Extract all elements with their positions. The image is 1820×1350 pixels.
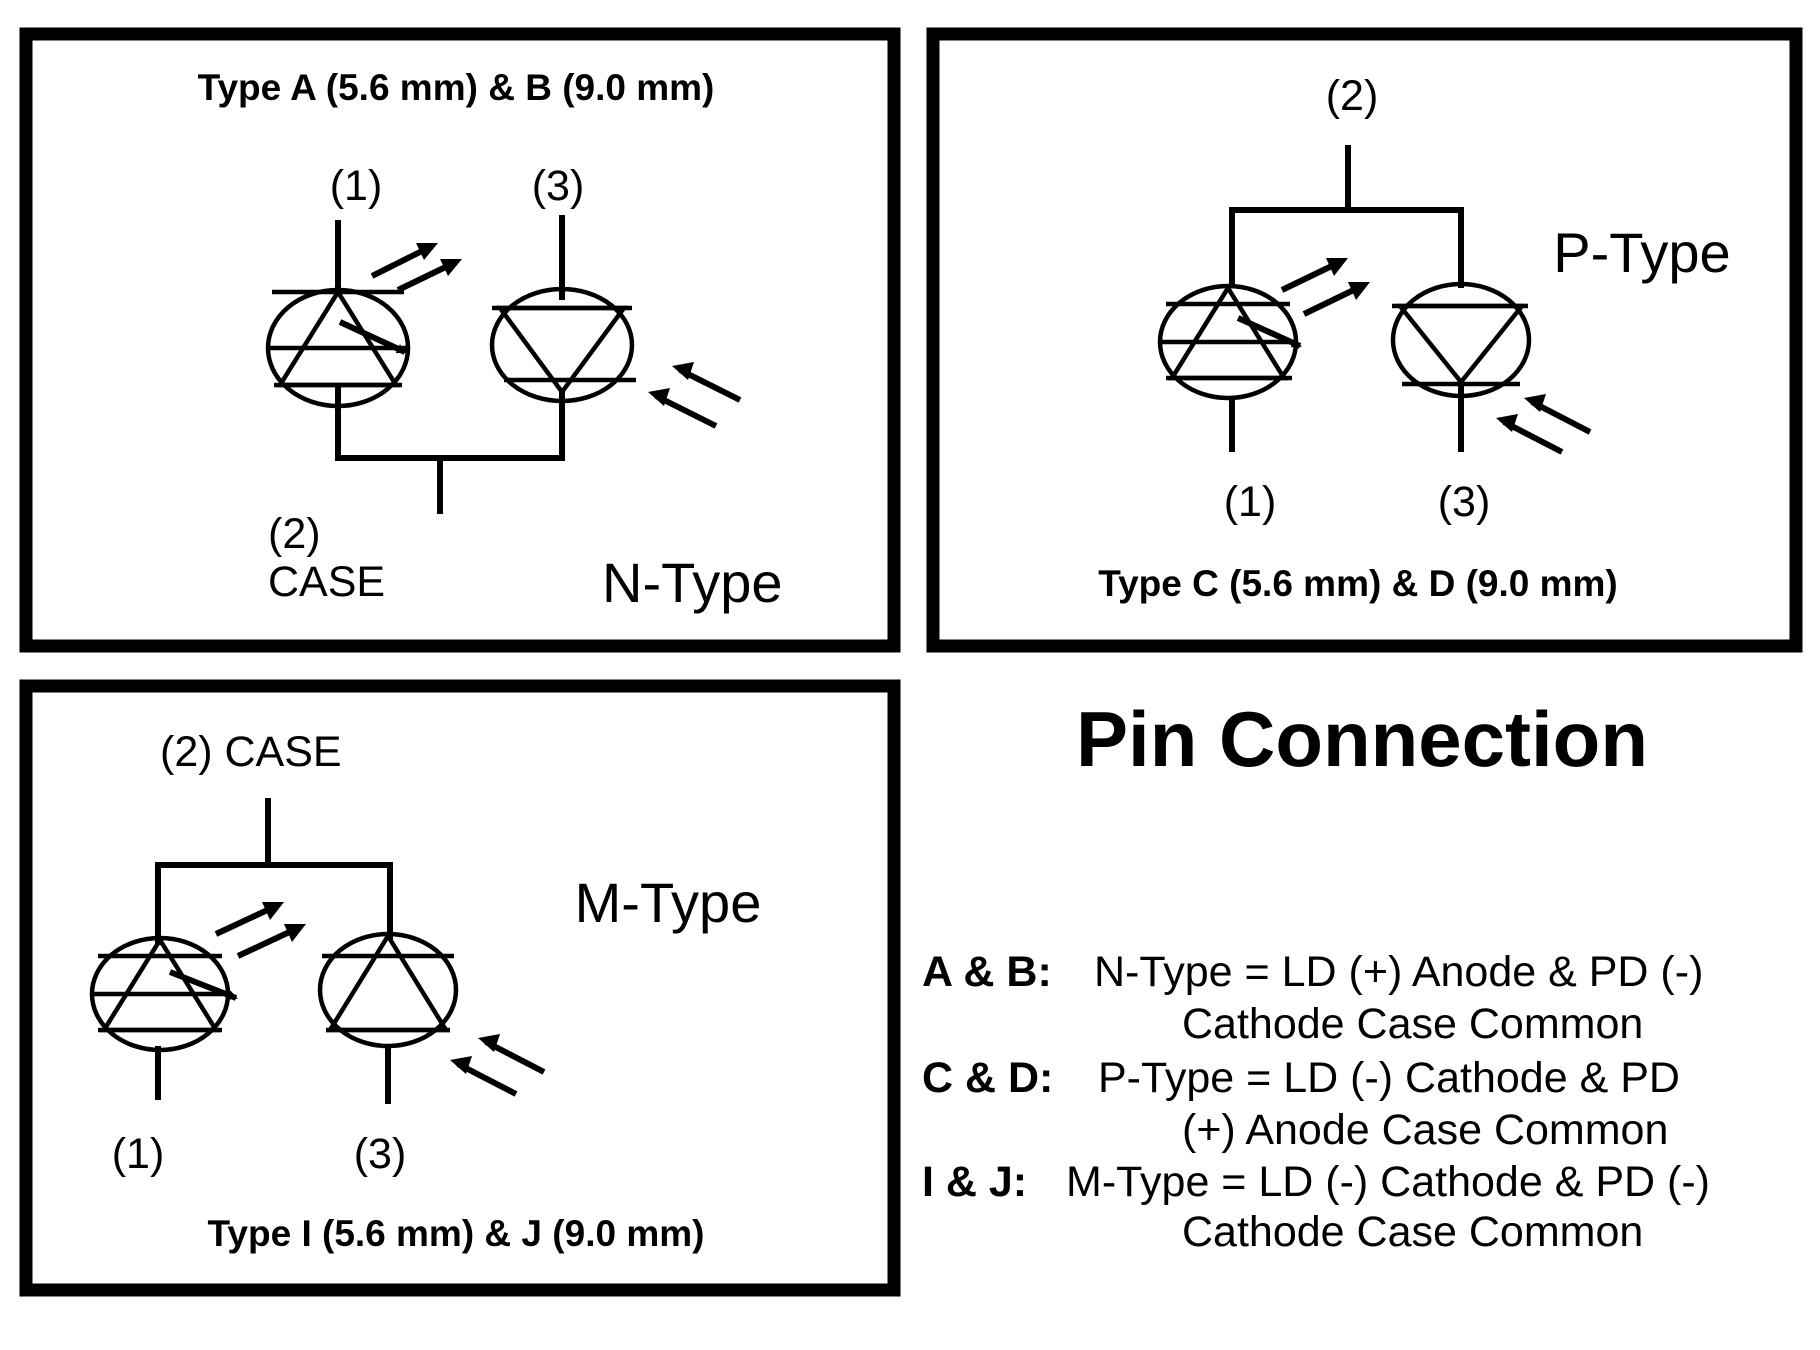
incident-arrows-icon: [1496, 394, 1592, 455]
panel-ij: (2) CASE M-Type (1) (3) Type I (5.6 mm) …: [19, 679, 901, 1297]
incident-arrows-icon: [450, 1034, 546, 1097]
panel-cd-type: P-Type: [1553, 221, 1730, 284]
panel-cd-pin2: (2): [1326, 72, 1379, 120]
panel-ab-type: N-Type: [602, 551, 783, 614]
panel-ij-frame: [19, 679, 901, 1297]
laser-diode-icon: [89, 935, 238, 1100]
legend-line1: P-Type = LD (-) Cathode & PD: [1098, 1054, 1680, 1102]
legend-key: I & J:: [922, 1158, 1027, 1206]
incident-arrows-icon: [648, 362, 742, 429]
common-wire: [1229, 207, 1464, 288]
page-title: Pin Connection: [1076, 695, 1648, 783]
photodiode-icon: [1390, 281, 1532, 452]
legend-line1: N-Type = LD (+) Anode & PD (-): [1094, 948, 1703, 996]
panel-ij-title: Type I (5.6 mm) & J (9.0 mm): [208, 1213, 705, 1254]
legend-line2: Cathode Case Common: [1182, 1000, 1643, 1048]
panel-cd: (2) P-Type (1) (3) Type C (5.6 mm) & D (…: [926, 27, 1803, 653]
legend: A & B: N-Type = LD (+) Anode & PD (-) Ca…: [922, 948, 1710, 1256]
emission-arrows-icon: [214, 902, 306, 959]
panel-ij-pin1: (1): [112, 1130, 165, 1178]
common-wire: [335, 455, 565, 461]
emission-arrows-icon: [1280, 258, 1370, 317]
legend-line2: (+) Anode Case Common: [1182, 1106, 1668, 1154]
emission-arrows-icon: [370, 243, 462, 293]
panel-ab-frame: [19, 27, 901, 653]
legend-item: A & B: N-Type = LD (+) Anode & PD (-) Ca…: [922, 948, 1703, 1048]
panel-cd-title: Type C (5.6 mm) & D (9.0 mm): [1098, 563, 1617, 604]
panel-ab-pin3: (3): [532, 162, 585, 210]
photodiode-icon: [489, 215, 636, 456]
panel-ab-pin2: (2): [268, 510, 321, 558]
panel-cd-frame: [926, 27, 1803, 653]
legend-item: I & J: M-Type = LD (-) Cathode & PD (-) …: [922, 1158, 1710, 1256]
legend-line1: M-Type = LD (-) Cathode & PD (-): [1066, 1158, 1710, 1206]
legend-key: C & D:: [922, 1054, 1053, 1102]
panel-ab-case: CASE: [268, 558, 385, 606]
panel-ab-title: Type A (5.6 mm) & B (9.0 mm): [198, 67, 715, 108]
legend-item: C & D: P-Type = LD (-) Cathode & PD (+) …: [922, 1054, 1680, 1154]
laser-diode-icon: [1157, 283, 1302, 452]
panel-ij-pin3: (3): [354, 1130, 407, 1178]
legend-line2: Cathode Case Common: [1182, 1208, 1643, 1256]
panel-ab: Type A (5.6 mm) & B (9.0 mm): [19, 27, 901, 653]
panel-ab-pin1: (1): [330, 162, 383, 210]
panel-cd-pin3: (3): [1438, 478, 1491, 526]
panel-ij-pin2-case: (2) CASE: [160, 728, 342, 776]
common-wire: [155, 862, 393, 945]
photodiode-icon: [317, 931, 459, 1104]
laser-diode-icon: [265, 220, 411, 456]
panel-cd-pin1: (1): [1224, 478, 1277, 526]
panel-ij-type: M-Type: [575, 871, 762, 934]
legend-key: A & B:: [922, 948, 1052, 996]
